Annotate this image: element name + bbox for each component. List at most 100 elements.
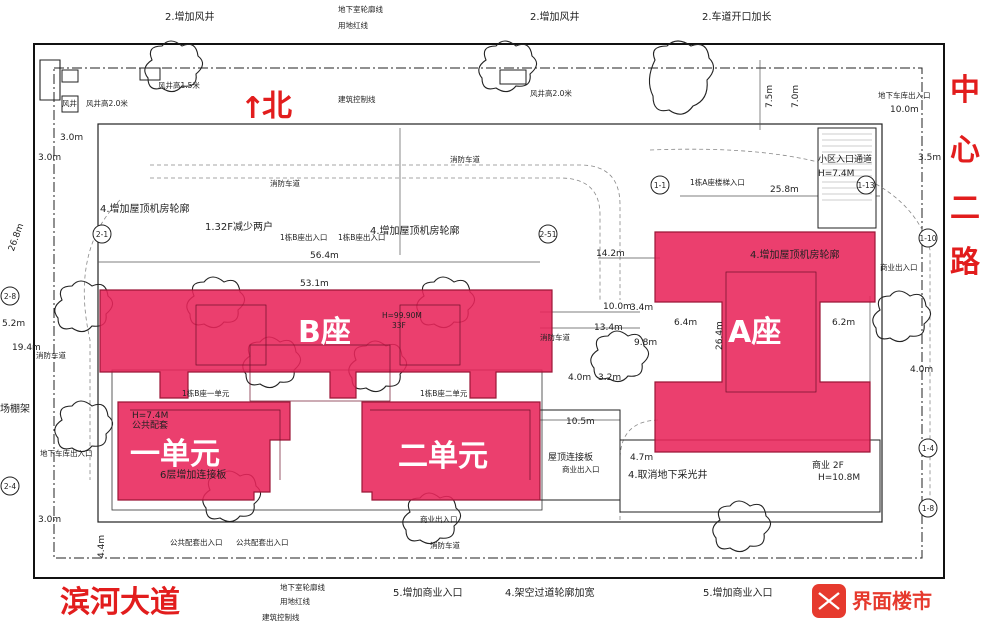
fire-lane-north [150, 164, 621, 300]
dim-26-8: 26.8m [7, 222, 26, 252]
dim-3-0a: 3.0m [60, 133, 83, 143]
fire-road-3: 消防车道 [36, 350, 66, 360]
note-bridge: 4.架空过道轮廓加宽 [505, 586, 595, 599]
dim-10-0b: 10.0m [603, 302, 632, 312]
axis-1-1: 1-1 [654, 181, 666, 190]
dim-3-0b: 3.0m [38, 153, 61, 163]
land-red-line-top: 用地红线 [338, 20, 368, 30]
road-east-char-1: 中 [950, 73, 980, 108]
dim-10-0a: 10.0m [890, 105, 919, 115]
dim-25-8: 25.8m [770, 185, 799, 195]
dim-53-1: 53.1m [300, 279, 329, 289]
building-a-label: A座 [728, 315, 781, 350]
land-boundary [33, 43, 945, 579]
commerce-h: H=10.8M [818, 473, 860, 483]
note-shop-entry-2: 5.增加商业入口 [703, 586, 773, 599]
vent-box-2 [61, 95, 79, 113]
note-driveway: 2.车道开口加长 [702, 10, 772, 23]
vent-h-mid: 风井高2.0米 [530, 88, 572, 98]
vent-label: 风井 [62, 98, 77, 108]
note-roof-mid: 4.增加屋顶机房轮廓 [370, 224, 460, 237]
b-floors: 33F [392, 321, 406, 330]
community-gate: 小区入口通道 [818, 153, 872, 165]
note-roof-left: 4.增加屋顶机房轮廓 [100, 202, 190, 215]
unit-1-entry: 1栋B座一单元 [182, 388, 230, 398]
unit-2-label: 二单元 [398, 439, 488, 474]
dim-4-7: 4.7m [630, 453, 653, 463]
vent-h-left: 风井高2.0米 [86, 98, 128, 108]
unit-2-entry: 1栋B座二单元 [420, 388, 468, 398]
public-h: H=7.4M [132, 411, 168, 421]
dim-6-4: 6.4m [674, 318, 697, 328]
fire-road-2: 消防车道 [270, 178, 300, 188]
building-b-label: B座 [298, 315, 351, 350]
underground-outline-bottom: 地下室轮廓线 [280, 582, 325, 592]
dim-19-4: 19.4m [12, 343, 41, 353]
logo-text: 界面楼市 [852, 589, 932, 613]
a-entry: 1栋A座楼梯入口 [690, 177, 745, 187]
garage-entry-ne: 地下车库出入口 [878, 90, 931, 100]
dim-3-5: 3.5m [918, 153, 941, 163]
build-control-bottom: 建筑控制线 [262, 612, 300, 622]
b-entry-2: 1栋B座出入口 [338, 232, 385, 242]
community-h: H=7.4M [818, 169, 854, 179]
fire-lane-west [83, 199, 121, 480]
vent-h-left2: 风井高1.5米 [158, 80, 200, 90]
fire-road-1: 消防车道 [450, 154, 480, 164]
note-roof-connector: 屋顶连接板 [548, 451, 593, 463]
road-east-char-4: 路 [950, 245, 981, 280]
vent-box-4 [499, 69, 527, 85]
unit-2 [361, 401, 541, 501]
dim-9-8: 9.8m [634, 338, 657, 348]
public-2f: 公共配套 [132, 419, 168, 431]
dim-3-0c: 3.0m [38, 515, 61, 525]
axis-1-8: 1-8 [922, 504, 934, 513]
axis-2-4: 2-4 [4, 482, 16, 491]
dim-3-4: 3.4m [630, 303, 653, 313]
axis-1-4: 1-4 [922, 444, 934, 453]
road-east-char-2: 心 [950, 133, 980, 168]
dim-26-4: 26.4m [715, 321, 725, 350]
dim-6-2: 6.2m [832, 318, 855, 328]
vent-box-1 [61, 69, 79, 83]
fire-lane-north-inner [150, 177, 601, 300]
axis-2-8: 2-8 [4, 292, 16, 301]
unit-1-label: 一单元 [130, 437, 220, 472]
note-vent-left: 2.增加风井 [165, 10, 215, 23]
dim-13-4: 13.4m [594, 323, 623, 333]
axis-2-51: 2-51 [539, 230, 556, 239]
note-roof-a: 4.增加屋顶机房轮廓 [750, 248, 840, 261]
dim-14-2: 14.2m [596, 249, 625, 259]
garage-entry-w: 地下车库出入口 [40, 448, 93, 458]
north-label: 北 [262, 89, 292, 124]
dim-7-0: 7.0m [791, 85, 801, 108]
note-shop-entry-1: 5.增加商业入口 [393, 586, 463, 599]
building-control-line [53, 67, 923, 559]
commerce-entry-s: 商业出入口 [420, 514, 458, 524]
commerce-2f: 商业 2F [812, 459, 844, 471]
brand-logo: 界面楼市 [812, 584, 932, 618]
underground-outline-top: 地下室轮廓线 [338, 4, 383, 14]
b-entry-1: 1栋B座出入口 [280, 232, 327, 242]
note-market-shed: 场棚架 [0, 402, 30, 415]
axis-1-10: 1-10 [919, 234, 936, 243]
dim-56-4: 56.4m [310, 251, 339, 261]
b-height: H=99.90M [382, 311, 422, 320]
axis-bubbles: 1-1 1-13 1-10 2-1 2-51 2-8 2-4 1-4 1-8 [0, 175, 938, 518]
axis-1-13: 1-13 [857, 181, 874, 190]
dim-5-2: 5.2m [2, 319, 25, 329]
building-a [654, 231, 876, 453]
note-remove-skylight: 4.取消地下采光井 [628, 468, 708, 481]
commerce-entry-e: 商业出入口 [880, 262, 918, 272]
build-control-top: 建筑控制线 [338, 94, 376, 104]
dim-10-5: 10.5m [566, 417, 595, 427]
public-entry-1: 公共配套出入口 [170, 537, 223, 547]
road-south-label: 滨河大道 [60, 585, 180, 620]
road-east-char-3: 二 [950, 191, 980, 226]
land-red-line-bottom: 用地红线 [280, 596, 310, 606]
north-arrow-icon: ↑ [240, 91, 265, 126]
fire-road-4: 消防车道 [540, 332, 570, 342]
dim-3-2: 3.2m [598, 373, 621, 383]
note-floor-reduce: 1.32F减少两户 [205, 220, 273, 233]
